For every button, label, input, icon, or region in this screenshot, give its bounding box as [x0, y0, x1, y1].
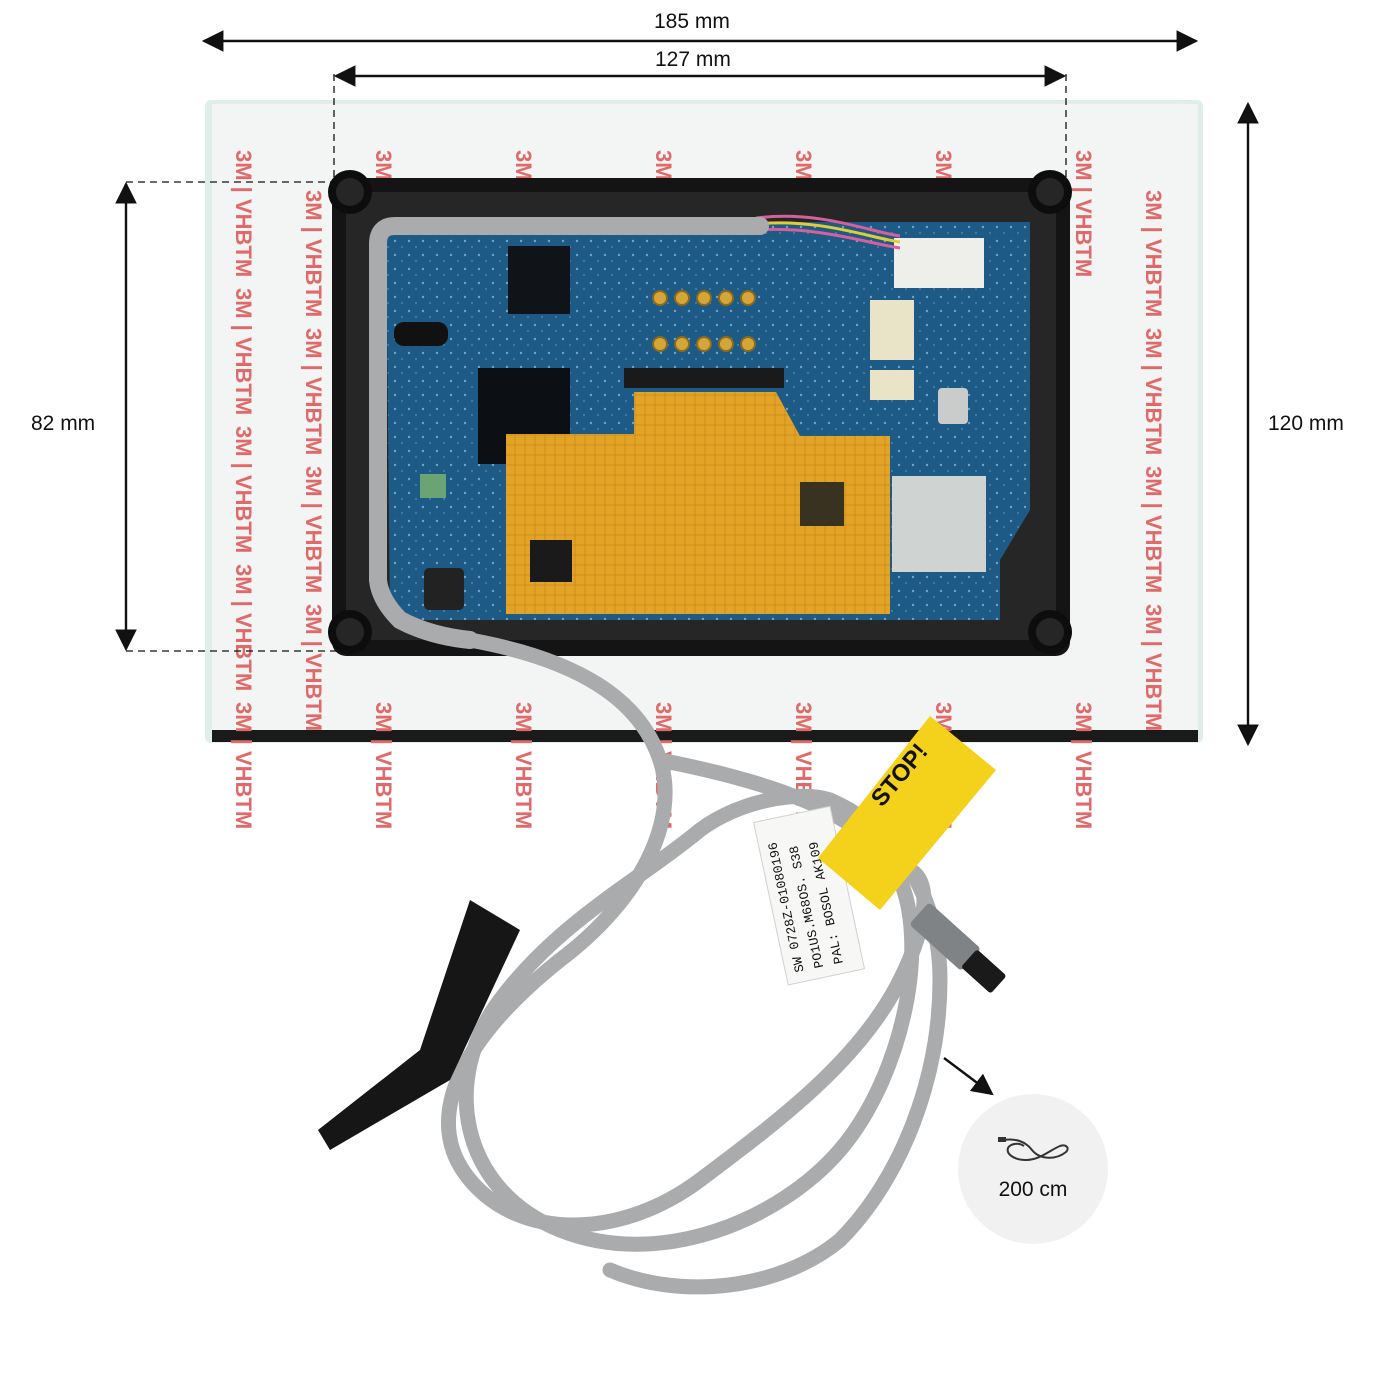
tape-print: 3M | VHBTM: [231, 564, 256, 691]
power-connector: [894, 238, 984, 288]
velcro-strap: [318, 900, 520, 1150]
cable-length-label: 200 cm: [998, 1178, 1068, 1201]
cutout-height-label: 82 mm: [31, 412, 96, 435]
cable-connector: [910, 903, 1006, 993]
tape-print: 3M | VHBTM: [511, 702, 536, 829]
tape-print: 3M | VHBTM: [231, 150, 256, 277]
tape-print: 3M | VHBTM: [301, 604, 326, 731]
cable-icon: [998, 1137, 1069, 1162]
internal-cable: [369, 217, 769, 649]
tape-print: 3M | VHBTM: [1141, 328, 1166, 455]
crystal: [394, 322, 448, 346]
tape-print: 3M | VHBTM: [231, 288, 256, 415]
chip: [508, 246, 570, 314]
cable-length-badge: 200 cm: [958, 1094, 1108, 1244]
tape-print: 3M | VHBTM: [1071, 150, 1096, 277]
tape-print: 3M | VHBTM: [231, 702, 256, 829]
overall-width-label: 185 mm: [654, 10, 730, 33]
tape-print: 3M | VHBTM: [1071, 702, 1096, 829]
tape-print: 3M | VHBTM: [1141, 604, 1166, 731]
tape-print: 3M | VHBTM: [371, 702, 396, 829]
tape-print: 3M | VHBTM: [231, 426, 256, 553]
cutout-width-label: 127 mm: [655, 48, 731, 71]
display-flex-cable: [506, 392, 890, 614]
tape-print: 3M | VHBTM: [1141, 190, 1166, 317]
tape-print: 3M | VHBTM: [301, 190, 326, 317]
tape-print: 3M | VHBTM: [1141, 466, 1166, 593]
tape-print: 3M | VHBTM: [301, 328, 326, 455]
tape-print: 3M | VHBTM: [301, 466, 326, 593]
wifi-module: [892, 476, 986, 572]
fpc-connector: [624, 368, 784, 388]
overall-height-label: 120 mm: [1268, 412, 1344, 435]
cable-length-arrow: [943, 1057, 994, 1096]
dimension-guides: [126, 74, 1067, 652]
ribbon-wires: [755, 214, 901, 250]
